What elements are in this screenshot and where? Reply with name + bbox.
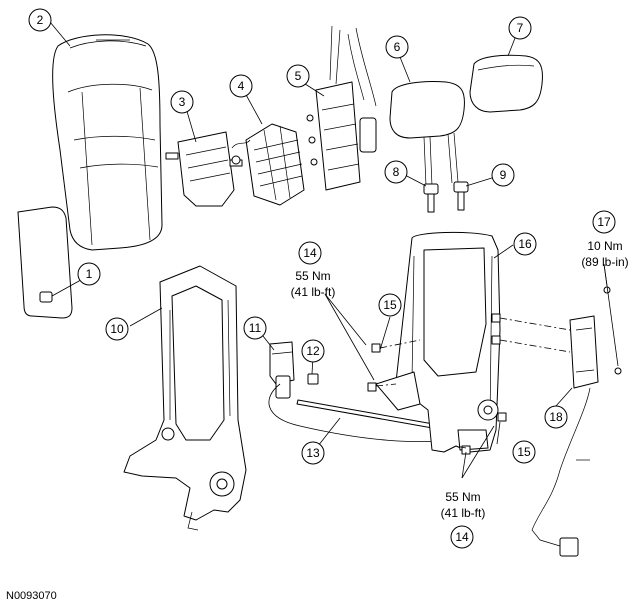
svg-text:(89 lb-in): (89 lb-in) — [581, 255, 628, 269]
svg-text:(41 lb-ft): (41 lb-ft) — [441, 506, 486, 520]
svg-text:7: 7 — [517, 21, 524, 35]
callout-1: 1 — [77, 262, 101, 286]
callout-10: 10 — [105, 317, 129, 341]
svg-text:2: 2 — [37, 13, 44, 27]
callout-6: 6 — [385, 35, 409, 59]
callout-4: 4 — [229, 74, 253, 98]
svg-text:11: 11 — [249, 321, 262, 335]
callout-16: 16 — [513, 232, 537, 256]
svg-text:6: 6 — [394, 40, 401, 54]
callout-18: 18 — [544, 405, 568, 429]
lumbar-mechanism — [231, 123, 305, 206]
callout-11: 11 — [243, 316, 267, 340]
callout-14-bottom: 14 — [450, 525, 474, 549]
svg-text:15: 15 — [517, 445, 531, 459]
callout-7: 7 — [508, 16, 532, 40]
side-airbag-module — [531, 315, 599, 557]
torque-spec-17: 10 Nm (89 lb-in) — [581, 239, 628, 269]
seat-back-cover — [52, 34, 163, 251]
back-panel — [17, 206, 73, 319]
recliner-motor — [269, 341, 295, 399]
lumbar-support-plate — [165, 131, 243, 207]
svg-text:14: 14 — [303, 246, 317, 260]
svg-text:3: 3 — [179, 95, 186, 109]
svg-text:10 Nm: 10 Nm — [587, 239, 622, 253]
callout-5: 5 — [286, 64, 310, 88]
torque-spec-14-top: 55 Nm (41 lb-ft) — [291, 269, 336, 299]
torque-spec-14-bottom: 55 Nm (41 lb-ft) — [441, 490, 486, 520]
seat-back-frame-side — [123, 265, 247, 531]
callout-8: 8 — [384, 160, 408, 184]
svg-text:12: 12 — [306, 344, 320, 358]
callout-13: 13 — [301, 441, 325, 465]
headrest-guide-left — [423, 183, 439, 213]
callout-14-top: 14 — [298, 241, 322, 265]
svg-text:10: 10 — [110, 322, 124, 336]
svg-text:5: 5 — [295, 69, 302, 83]
seat-back-frame-main — [375, 231, 501, 453]
svg-text:17: 17 — [597, 215, 611, 229]
svg-text:4: 4 — [238, 79, 245, 93]
svg-text:55 Nm: 55 Nm — [295, 269, 330, 283]
headrest-guide-right — [453, 181, 469, 211]
airbag-bolts — [499, 286, 622, 375]
callout-15-top: 15 — [378, 293, 402, 317]
svg-text:15: 15 — [383, 298, 397, 312]
bolt — [307, 373, 319, 385]
callout-15-bottom: 15 — [512, 440, 536, 464]
callout-17: 17 — [592, 210, 616, 234]
callout-12: 12 — [301, 339, 325, 363]
svg-text:8: 8 — [393, 165, 400, 179]
svg-text:14: 14 — [455, 530, 469, 544]
svg-text:(41 lb-ft): (41 lb-ft) — [291, 285, 336, 299]
lumbar-actuator — [306, 25, 377, 191]
svg-text:9: 9 — [500, 168, 507, 182]
callout-9: 9 — [491, 163, 515, 187]
callout-3: 3 — [170, 90, 194, 114]
figure-id: N0093070 — [6, 590, 57, 602]
svg-text:1: 1 — [86, 267, 93, 281]
svg-text:55 Nm: 55 Nm — [445, 490, 480, 504]
svg-text:18: 18 — [549, 410, 563, 424]
callout-2: 2 — [28, 8, 52, 32]
svg-text:13: 13 — [306, 446, 320, 460]
headrest-alternate — [469, 54, 543, 113]
svg-text:16: 16 — [518, 237, 532, 251]
headrest — [389, 81, 465, 187]
